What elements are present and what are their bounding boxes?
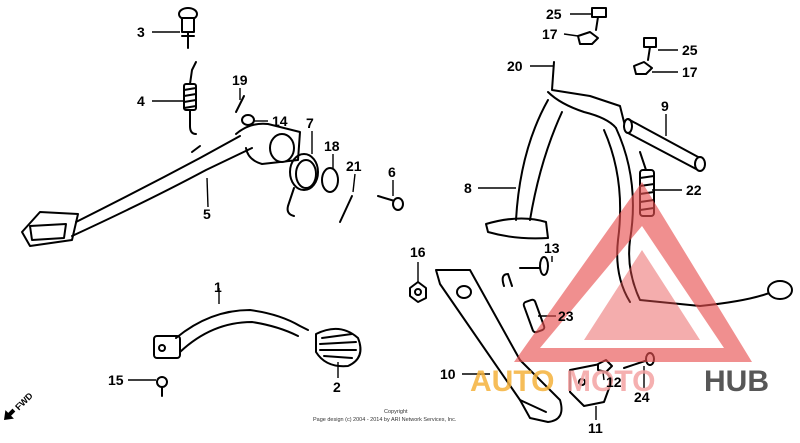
- callout-5: 5: [203, 206, 211, 222]
- callout-6: 6: [388, 164, 396, 180]
- watermark-hub: HUB: [704, 365, 769, 398]
- part-19-pin: [235, 95, 245, 113]
- callout-labels: 3 4 19 14 7 18 21 6 5 1 15 2 25 17 25 17…: [108, 6, 702, 436]
- callout-25-top: 25: [546, 6, 562, 22]
- part-23-side-stand-spring: [501, 273, 546, 334]
- forward-direction-indicator: FWD: [4, 390, 35, 420]
- callout-9: 9: [661, 98, 669, 114]
- part-6-pivot-pin: [377, 195, 404, 211]
- part-3-bolt: [178, 7, 198, 49]
- callout-12: 12: [606, 374, 622, 390]
- watermark: AUTO MOTO HUB: [470, 182, 769, 398]
- part-14-washer: [241, 114, 255, 126]
- part-10-side-stand: [435, 269, 563, 423]
- part-16-nut: [409, 281, 427, 303]
- callout-8: 8: [464, 180, 472, 196]
- callout-3: 3: [137, 24, 145, 40]
- part-1-gearshift-arm: [153, 309, 309, 359]
- callout-7: 7: [306, 115, 314, 131]
- callout-21: 21: [346, 158, 362, 174]
- callout-18: 18: [324, 138, 340, 154]
- part-25-bolt-mid: [643, 37, 657, 61]
- callout-20: 20: [507, 58, 523, 74]
- watermark-auto: AUTO: [470, 365, 554, 398]
- part-25-bolt-top: [591, 7, 607, 31]
- callout-22: 22: [686, 182, 702, 198]
- callout-19: 19: [232, 72, 248, 88]
- callout-14: 14: [272, 113, 288, 129]
- callout-24: 24: [634, 389, 650, 405]
- part-17-nut-mid: [633, 61, 653, 75]
- callout-16: 16: [410, 244, 426, 260]
- part-4-spring: [183, 61, 197, 135]
- callout-25-mid: 25: [682, 42, 698, 58]
- part-9-pivot-shaft: [623, 118, 706, 172]
- watermark-moto: MOTO: [566, 365, 655, 398]
- callout-17-mid: 17: [682, 64, 698, 80]
- callout-10: 10: [440, 366, 456, 382]
- callout-13: 13: [544, 240, 560, 256]
- copyright-line-1: Copyright: [384, 409, 408, 415]
- part-21-cotter-pin: [339, 195, 353, 223]
- leader-lines: [128, 13, 682, 420]
- callout-23: 23: [558, 308, 574, 324]
- callout-1: 1: [214, 279, 222, 295]
- forward-label: FWD: [13, 390, 35, 412]
- callout-2: 2: [333, 379, 341, 395]
- copyright-line-2: Page design (c) 2004 - 2014 by ARI Netwo…: [313, 417, 457, 423]
- part-20-main-stand-bracket: [547, 61, 627, 131]
- part-18-washer: [321, 167, 339, 193]
- watermark-triangle: [514, 182, 752, 362]
- watermark-triangle-inner: [584, 250, 700, 340]
- callout-17-top: 17: [542, 26, 558, 42]
- part-17-nut-top: [577, 31, 599, 45]
- part-15-bolt: [156, 376, 168, 397]
- part-2-shift-rubber: [315, 327, 362, 368]
- callout-11: 11: [588, 420, 603, 436]
- callout-15: 15: [108, 372, 124, 388]
- part-7-return-spring: [286, 153, 319, 217]
- callout-4: 4: [137, 93, 145, 109]
- part-5-brake-pedal: [21, 122, 301, 247]
- part-13-bolt: [519, 256, 549, 276]
